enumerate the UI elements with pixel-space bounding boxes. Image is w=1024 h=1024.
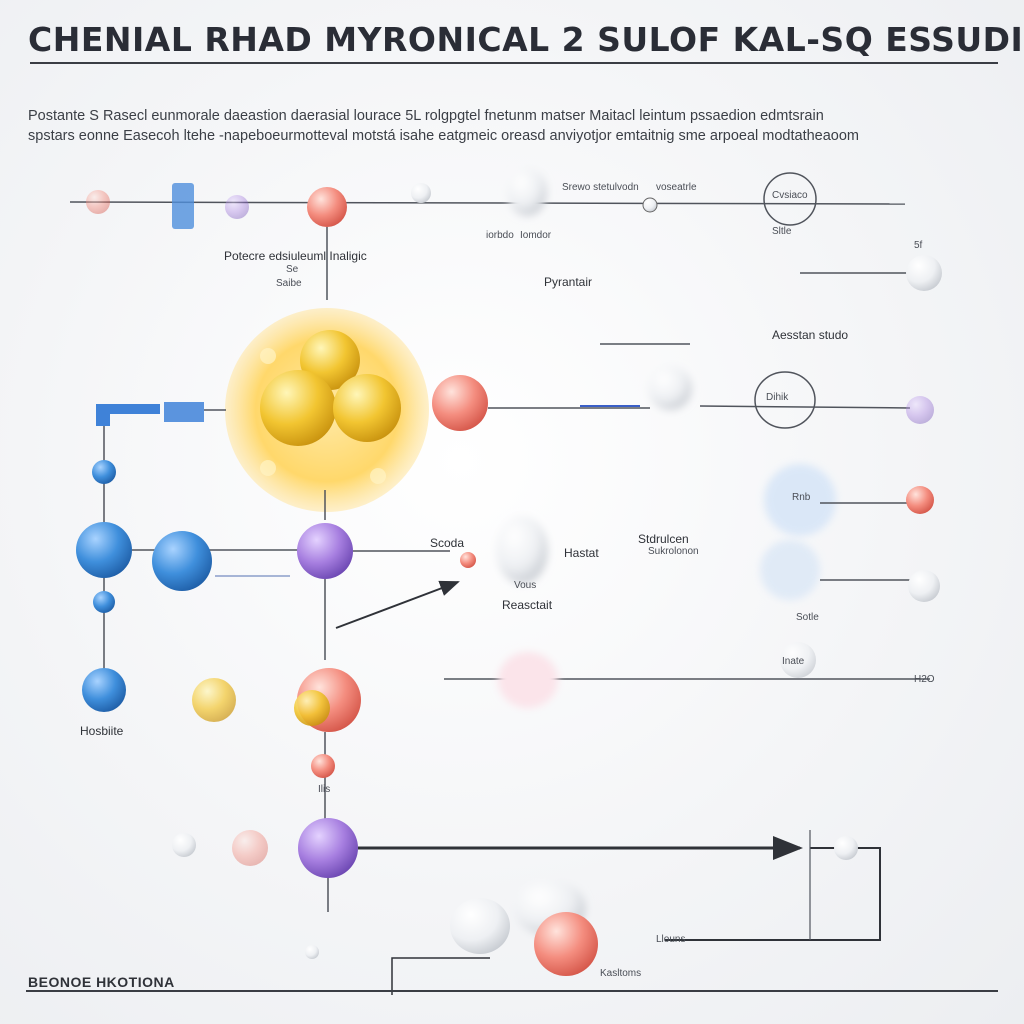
node-label-hastat: Hastat <box>564 546 599 560</box>
node-label-aesstan: Aesstan studo <box>772 328 849 342</box>
yellow-atom <box>333 374 401 442</box>
ring-label: Cvsiaco <box>772 190 808 201</box>
atom-node <box>86 190 110 214</box>
atom-node <box>906 396 934 424</box>
atom-node <box>225 195 249 219</box>
left-chain <box>76 402 300 712</box>
atom-node <box>192 678 236 722</box>
atom-node <box>92 460 116 484</box>
atom-node <box>93 591 115 613</box>
top-chain <box>69 168 906 300</box>
atom-node <box>411 183 431 203</box>
lower-chain <box>444 642 930 708</box>
node-label: 5f <box>914 240 923 251</box>
atom-node <box>906 486 934 514</box>
cloud-node <box>507 168 547 216</box>
ring-label: Dihik <box>766 392 789 403</box>
atom-node <box>82 668 126 712</box>
node-label: Rnb <box>792 492 811 503</box>
atom-node <box>908 570 940 602</box>
vertical-chain <box>172 490 803 912</box>
footer-divider <box>26 990 998 992</box>
node-label: Inate <box>782 656 805 667</box>
node-label: H2O <box>914 674 935 685</box>
atom-node <box>307 187 347 227</box>
atom-node <box>432 375 488 431</box>
node-label-reasctait: Reasctait <box>502 598 553 612</box>
group-sub-label-2: Saibe <box>276 278 302 289</box>
node-label: Llouns <box>656 934 686 945</box>
atom-node <box>297 523 353 579</box>
intro-line-1: Postante S Rasecl eunmorale daeastion da… <box>28 108 824 124</box>
intro-paragraph: Postante S Rasecl eunmorale daeastion da… <box>28 106 1008 146</box>
node-label: Srewo stetulvodn <box>562 182 639 193</box>
yellow-atom <box>260 370 336 446</box>
atom-node <box>534 912 598 976</box>
atom-node <box>642 197 658 213</box>
page-title: CHENIAL RHAD MYRONICAL 2 SULOF KAL-SQ ES… <box>28 20 1024 59</box>
atom-node <box>76 522 132 578</box>
node-label: Iomdor <box>520 230 552 241</box>
fragment-node <box>172 183 194 229</box>
central-molecule <box>225 308 429 512</box>
intro-line-2: spstars eonne Easecoh ltehe -napeboeurmo… <box>28 128 860 144</box>
group-sub-label: Se <box>286 264 299 275</box>
fragment-node <box>96 404 110 426</box>
node-label: Sukrolonon <box>648 546 699 557</box>
node-label: voseatrle <box>656 182 697 193</box>
bottom-bracket <box>305 830 881 995</box>
ring-sub-label: Sltle <box>772 226 792 237</box>
footer-caption: BEONOE HKOTIONA <box>28 974 175 990</box>
node-label: Vous <box>514 580 537 591</box>
node-label-pyrantair: Pyrantair <box>544 275 593 289</box>
title-divider <box>30 62 998 64</box>
node-label: Sotle <box>796 612 819 623</box>
atom-node <box>311 754 335 778</box>
group-label-top-left: Potecre edsiuleuml Inaligic <box>224 249 367 263</box>
ring-node <box>763 172 817 226</box>
atom-node <box>152 531 212 591</box>
atom-node <box>906 255 942 291</box>
diagonal-arrow <box>335 580 460 629</box>
node-label: iorbdo <box>486 230 514 241</box>
node-label-left-bottom: Hosbiite <box>80 724 124 738</box>
node-label-soda: Scoda <box>430 536 465 550</box>
right-column-top <box>600 255 942 410</box>
atom-node <box>298 818 358 878</box>
node-label: Ilis <box>318 784 331 795</box>
node-label-stdrulcen: Stdrulcen <box>638 532 689 546</box>
reaction-centre <box>460 464 940 602</box>
ring-node <box>754 371 816 429</box>
mid-chain <box>432 371 934 431</box>
cloud-node <box>648 366 692 410</box>
node-label: Kasltoms <box>600 968 642 979</box>
